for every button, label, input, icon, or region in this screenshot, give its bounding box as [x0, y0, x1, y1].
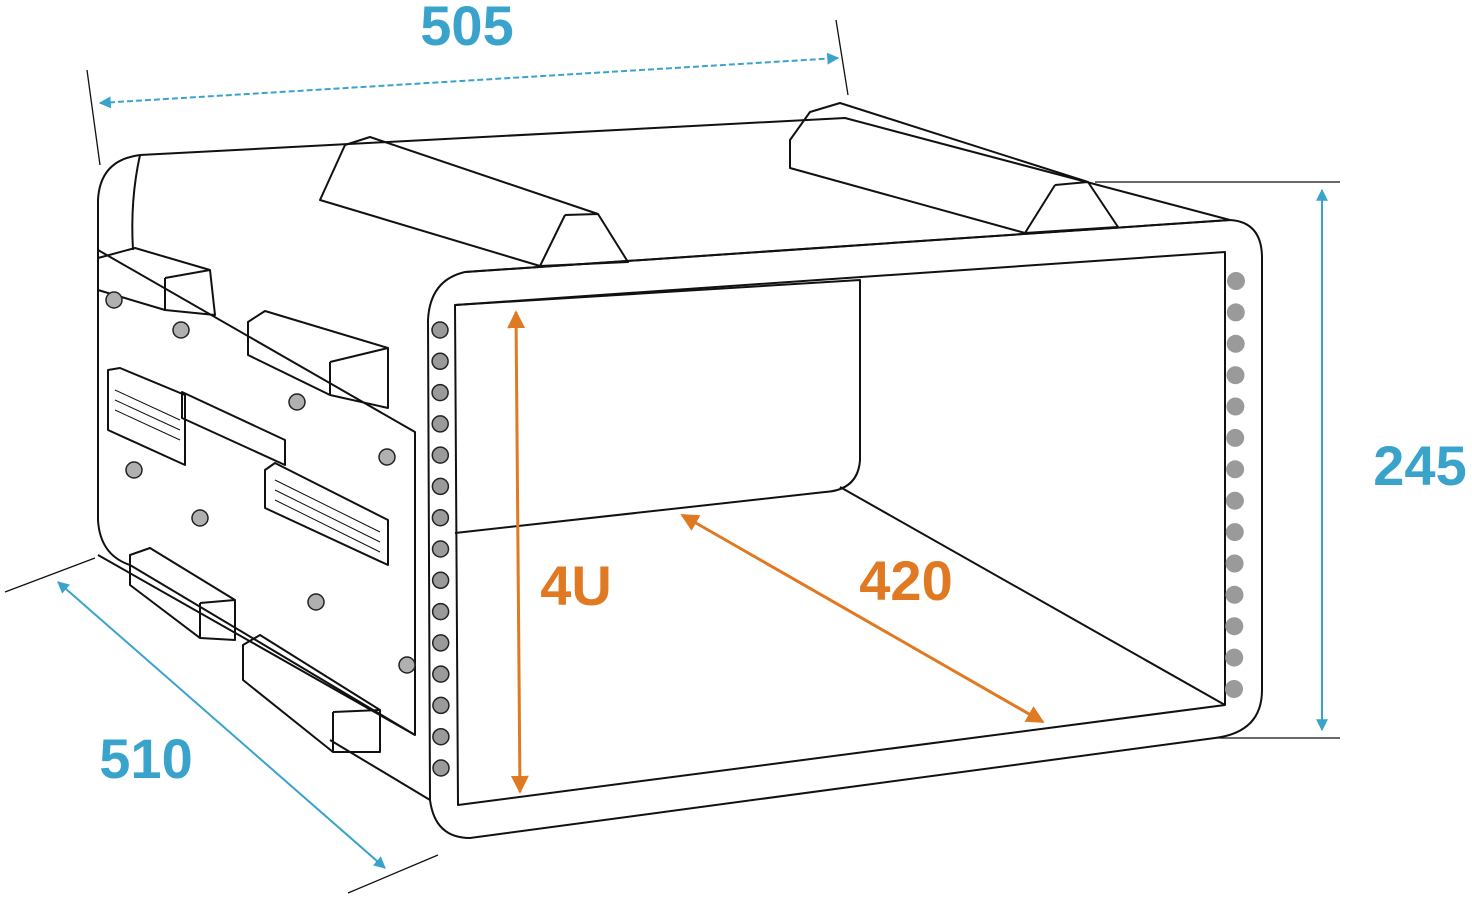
rack-hole — [431, 321, 449, 339]
rack-hole — [1226, 397, 1245, 416]
side-latch-top-right — [247, 310, 389, 409]
rack-hole — [1226, 366, 1245, 385]
rack-hole — [431, 415, 449, 433]
rack-hole — [431, 540, 450, 558]
rack-units-label: 4U — [540, 554, 612, 617]
rack-hole — [431, 508, 450, 527]
interior-back-wall — [454, 279, 861, 534]
rail-depth-dimension-line — [680, 513, 1045, 724]
screw — [378, 448, 396, 466]
rail-depth-label: 420 — [859, 549, 952, 612]
screw — [398, 656, 416, 674]
inner-dimensions — [507, 310, 1045, 794]
rack-hole — [432, 665, 450, 683]
top-handle-left — [319, 136, 629, 267]
rack-hole — [431, 571, 450, 590]
rack-hole — [1225, 680, 1243, 698]
side-recessed-handle — [107, 367, 389, 566]
rack-hole — [1225, 491, 1244, 510]
screw — [105, 291, 123, 309]
rack-rail-left — [431, 321, 450, 777]
screw — [307, 593, 325, 611]
rack-hole — [431, 602, 450, 621]
width-extension-left — [86, 69, 101, 166]
front-frame-outer — [427, 219, 1263, 839]
depth-dimension-line — [57, 581, 386, 869]
case-body — [97, 102, 1263, 839]
rack-hole — [431, 446, 450, 464]
front-frame-inner — [454, 251, 1226, 806]
rack-hole — [1226, 460, 1245, 479]
depth-extension-bottom — [347, 854, 439, 894]
side-latch-top-left — [97, 247, 216, 316]
rack-rail-right — [1225, 272, 1245, 698]
height-label: 245 — [1373, 434, 1466, 497]
rack-hole — [432, 727, 450, 746]
width-extension-right — [835, 19, 849, 96]
rack-hole — [1225, 617, 1244, 636]
screw — [125, 461, 143, 479]
rack-hole — [1226, 334, 1245, 353]
side-handle-grip-lines — [114, 389, 381, 553]
outer-dimensions — [4, 19, 1340, 894]
rack-hole — [432, 696, 450, 715]
rack-hole — [431, 634, 450, 652]
rack-hole — [1225, 648, 1244, 667]
rack-hole — [1227, 272, 1245, 290]
rack-hole — [431, 383, 449, 402]
depth-label: 510 — [99, 727, 192, 790]
rack-units-dimension-line — [507, 310, 529, 794]
width-dimension-line — [98, 52, 840, 109]
case-top-surface — [97, 154, 141, 566]
rack-hole — [1225, 554, 1244, 573]
rack-hole — [1225, 585, 1244, 604]
side-latch-bottom-right — [242, 634, 381, 753]
rack-hole — [1226, 303, 1245, 322]
rack-hole — [1225, 523, 1244, 542]
case-left-top-curve — [131, 154, 141, 251]
case-top-back-edge — [139, 117, 1231, 221]
width-label: 505 — [420, 0, 513, 57]
side-screws — [105, 291, 416, 674]
rack-hole — [431, 352, 449, 371]
side-latch-bottom-left — [129, 547, 236, 641]
rack-hole — [431, 477, 450, 496]
screw — [191, 509, 209, 527]
top-handle-right — [789, 102, 1119, 234]
rack-hole — [1226, 428, 1245, 447]
rack-hole — [432, 759, 450, 777]
screw — [288, 393, 306, 411]
side-panel — [97, 249, 416, 736]
depth-extension-top — [4, 557, 96, 593]
screw — [172, 321, 190, 339]
